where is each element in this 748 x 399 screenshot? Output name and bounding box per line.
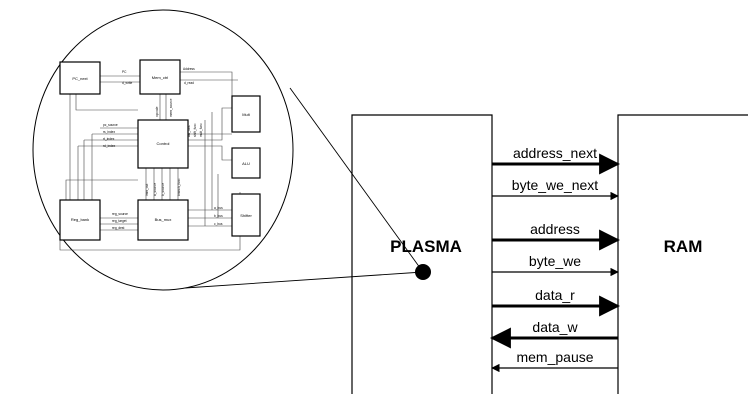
inset-label-c-bus: c_bus: [214, 222, 223, 226]
callout-line-top: [289, 87, 424, 273]
svg-text:Bus_mux: Bus_mux: [155, 217, 172, 222]
inset-label-b-bus: b_bus: [214, 214, 223, 218]
inset-module-shifter: Shifter: [231, 193, 261, 237]
inset-module-alu: ALU: [231, 147, 261, 179]
inset-label-rd-index: rd_index: [103, 144, 116, 148]
inset-label-alu-func: alu_func: [187, 125, 191, 137]
inset-label-opcode: opcode: [155, 106, 159, 117]
svg-text:Mem_ctrl: Mem_ctrl: [152, 75, 169, 80]
inset-module-bus-mux: Bus_mux: [137, 199, 189, 241]
inset-label-pc-source: pc_source: [103, 123, 118, 127]
inset-label-imm-out: imm_out: [145, 184, 149, 196]
inset-module-control: Control: [137, 119, 189, 169]
inset-label-reg-source: reg_source: [112, 212, 128, 216]
ram-label: RAM: [664, 237, 703, 256]
inset-label-d-write: d_write: [122, 81, 133, 85]
inset-label-rs-index: rs_index: [103, 130, 115, 134]
callout-line-bottom: [169, 271, 424, 290]
inset-label-rt-index: rt_index: [103, 137, 115, 141]
svg-text:Shifter: Shifter: [240, 213, 252, 218]
inset-label-pc: PC: [122, 70, 127, 74]
signal-label-mem-pause: mem_pause: [516, 349, 593, 365]
inset-label-shift-func: shift_func: [193, 123, 197, 137]
signal-label-data-w: data_w: [532, 319, 578, 335]
plasma-block: [351, 114, 493, 394]
inset-label-reg-dest: reg_dest: [112, 226, 125, 230]
inset-labels: PC Address d_write d_read opcode mem_sou…: [103, 67, 223, 230]
inset-label-a-bus: a_bus: [214, 206, 223, 210]
inset-label-a-source: a_source: [153, 183, 157, 196]
inset-label-mem-source: mem_source: [169, 98, 173, 117]
inset-label-address: Address: [183, 67, 195, 71]
signal-label-address-next: address_next: [513, 145, 597, 161]
signal-label-data-r: data_r: [535, 287, 575, 303]
inset-module-mult: Mult: [231, 95, 261, 133]
svg-text:Reg_bank: Reg_bank: [71, 217, 89, 222]
inset-module-mem-ctrl: Mem_ctrl: [139, 59, 181, 95]
svg-text:PC_next: PC_next: [72, 76, 88, 81]
signal-label-byte-we-next: byte_we_next: [512, 177, 599, 193]
inset-label-branch-func: branch_func: [177, 178, 181, 196]
svg-text:Mult: Mult: [242, 112, 250, 117]
inset-label-b-source: b_source: [161, 183, 165, 196]
plasma-label: PLASMA: [390, 237, 462, 256]
inset-module-pc-next: PC_next: [59, 61, 101, 95]
signal-label-byte-we: byte_we: [529, 253, 581, 269]
signal-label-address: address: [530, 221, 580, 237]
inset-label-reg-target: reg_target: [112, 219, 127, 223]
svg-text:Control: Control: [157, 141, 170, 146]
inset-module-reg-bank: Reg_bank: [59, 199, 101, 241]
inset-label-d-read: d_read: [184, 81, 194, 85]
inset-label-mult-func: mult_func: [199, 123, 203, 137]
svg-text:ALU: ALU: [242, 161, 250, 166]
callout-dot: [415, 264, 431, 280]
